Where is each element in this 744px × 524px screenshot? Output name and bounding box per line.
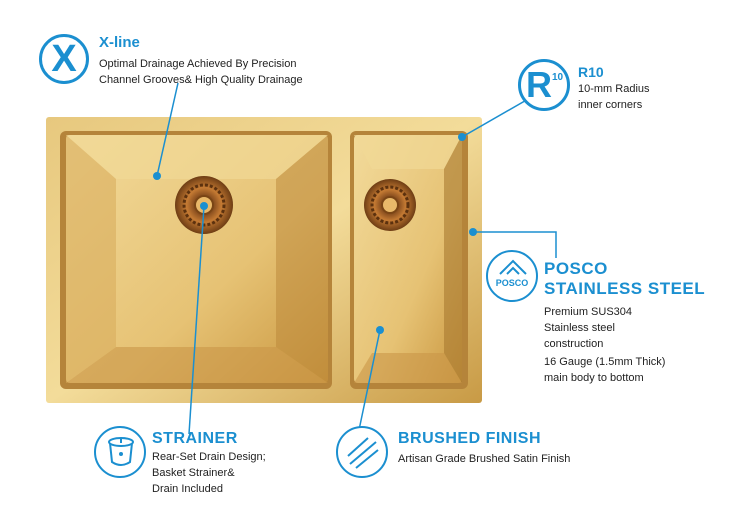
x-icon: X: [39, 34, 89, 84]
posco-title-line2: STAINLESS STEEL: [544, 279, 706, 298]
r10-title: R10: [578, 64, 604, 80]
strainer-title: STRAINER: [152, 430, 238, 447]
strainer-desc: Rear-Set Drain Design; Basket Strainer& …: [152, 451, 266, 495]
brushed-desc: Artisan Grade Brushed Satin Finish: [398, 453, 571, 465]
posco-desc-2: 16 Gauge (1.5mm Thick) main body to bott…: [544, 356, 666, 384]
posco-desc-1: Premium SUS304 Stainless steel construct…: [544, 306, 633, 350]
sink-image: [46, 117, 482, 403]
posco-icon: POSCO: [486, 250, 538, 302]
strainer-icon: [94, 426, 146, 478]
brushed-title: BRUSHED FINISH: [398, 430, 542, 447]
r10-desc: 10-mm Radius inner corners: [578, 83, 650, 111]
brushed-finish-icon: [336, 426, 388, 478]
xline-desc: Optimal Drainage Achieved By Precision C…: [99, 58, 303, 86]
xline-title: X-line: [99, 34, 140, 51]
r10-icon: R 10: [518, 59, 570, 111]
posco-title-line1: POSCO: [544, 259, 608, 278]
